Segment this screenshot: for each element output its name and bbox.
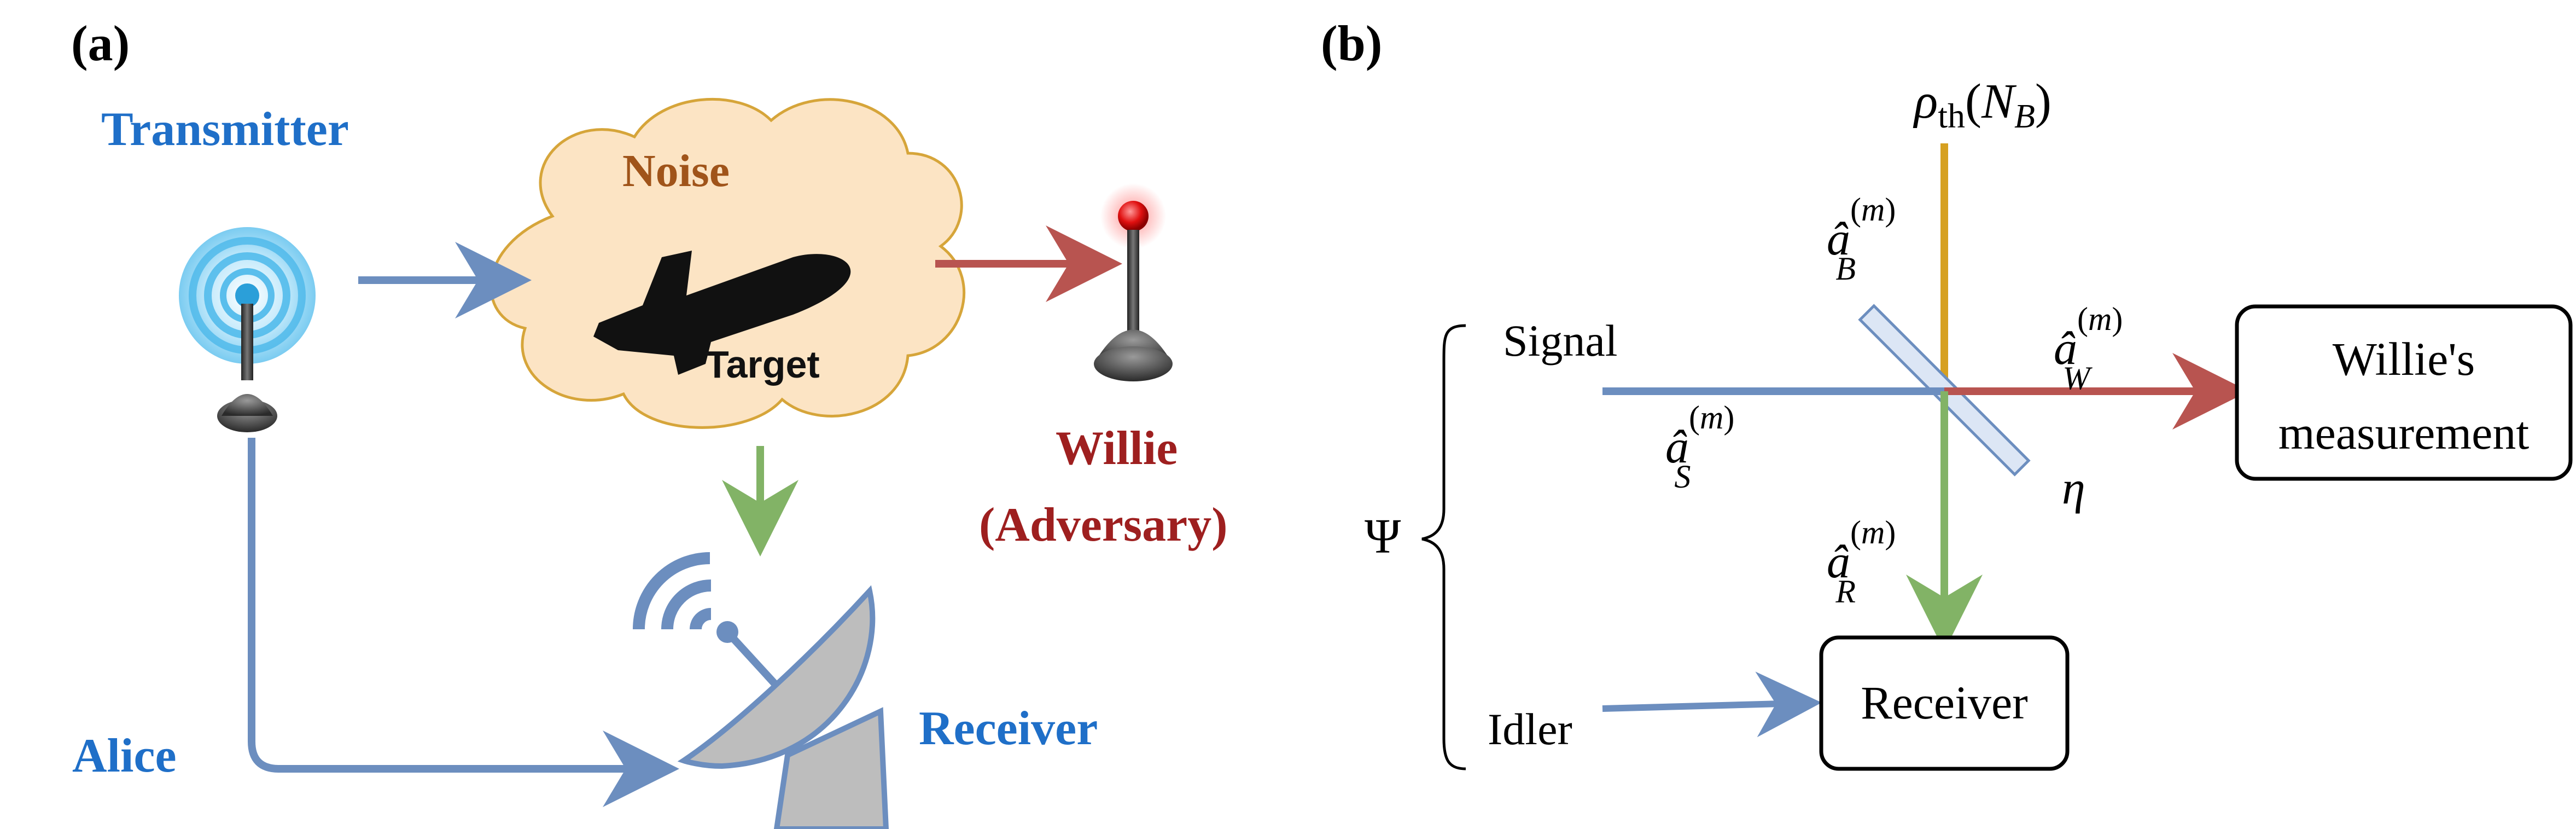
willie-measurement-box [2235,304,2573,481]
mode-r-label: â(m)R [1827,514,1896,610]
panel-b-label: (b) [1321,15,1382,71]
panel-b: (b) ρth(NB) â(m)B â(m)W â(m)S â(m)R η Si… [1321,15,2573,771]
alice-to-receiver-arrow [248,438,679,807]
idler-arrow [1602,671,1822,738]
thermal-state-label: ρth(NB) [1913,74,2052,135]
satellite-dish-icon [633,552,889,829]
willie-box-line2: measurement [2278,407,2530,459]
receiver-label: Receiver [919,702,1098,755]
eta-label: η [2062,461,2085,514]
red-beacon-antenna-icon [1094,183,1173,381]
mode-b-label: â(m)B [1827,192,1896,287]
noise-cloud [489,97,966,429]
panel-a: (a) Transmitter Noise Target [71,15,1228,829]
receiver-box [1819,635,2070,771]
transmitter-antenna-icon [179,227,316,432]
target-label: Target [706,343,820,386]
idler-label: Idler [1488,704,1572,754]
transmitter-label: Transmitter [101,103,349,156]
adversary-label: (Adversary) [979,498,1228,552]
mode-s-label: â(m)S [1665,399,1734,495]
psi-label: Ψ [1365,509,1401,564]
airplane-icon [593,251,851,375]
signal-label: Signal [1503,316,1618,366]
mode-w-label: â(m)W [2054,301,2123,396]
receiver-box-label: Receiver [1861,676,2028,729]
panel-a-label: (a) [71,15,130,71]
willie-box-line1: Willie's [2333,333,2475,385]
willie-label: Willie [1056,422,1178,475]
noise-label: Noise [622,146,730,196]
state-brace [1421,324,1466,770]
alice-label: Alice [72,729,177,782]
